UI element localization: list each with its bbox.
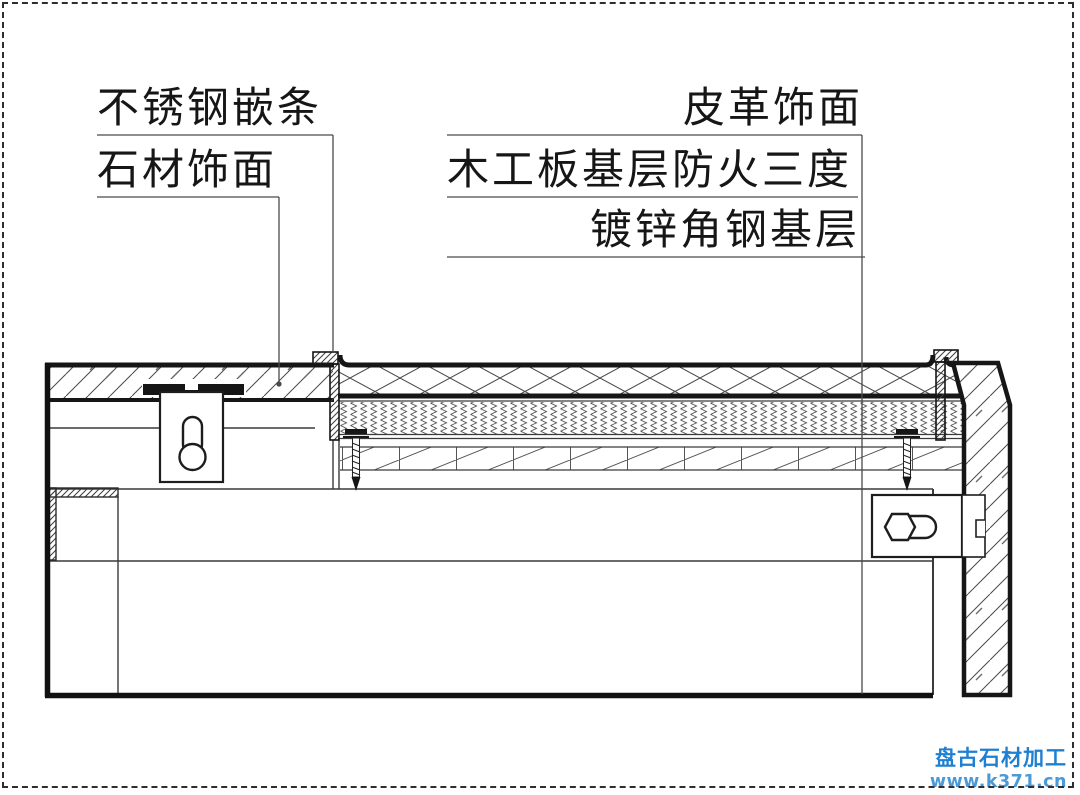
- angle-steel-bottom-left: [46, 487, 119, 561]
- panel-layers: [337, 354, 962, 471]
- leather-face-line: [337, 354, 936, 368]
- watermark-brand: 盘古石材加工: [935, 746, 1067, 770]
- watermark-url: www.k371.cn: [929, 772, 1067, 792]
- wall-base-outline: [44, 363, 933, 699]
- callout-galvanized-angle-steel-base: 镀锌角钢基层: [589, 208, 860, 254]
- watermark: 盘古石材加工 www.k371.cn: [930, 742, 1067, 792]
- stone-hanging-bracket: [158, 390, 225, 484]
- callout-leather-finish: 皮革饰面: [682, 86, 863, 132]
- blockboard-layer: [338, 402, 962, 434]
- callout-stainless-steel-strip: 不锈钢嵌条: [97, 86, 323, 132]
- bolt-head: [883, 512, 917, 542]
- stainless-steel-trim-left: [312, 351, 340, 441]
- leader-lines: [97, 134, 865, 694]
- angle-steel-furring-layer: [340, 447, 962, 470]
- callout-plywood-base-fireproof: 木工板基层防火三度: [447, 148, 853, 194]
- callout-stone-finish: 石材饰面: [97, 148, 278, 194]
- plywood-layer: [338, 367, 962, 394]
- side-anchor-plate: [870, 493, 986, 559]
- stainless-steel-trim-right: [933, 349, 959, 441]
